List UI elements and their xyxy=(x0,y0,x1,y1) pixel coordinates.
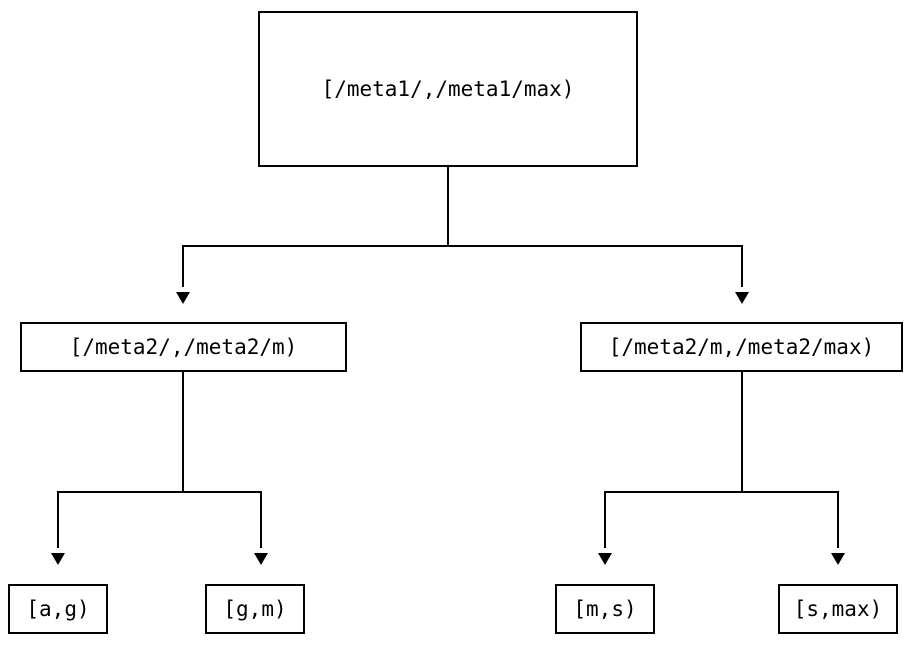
tree-node-leaf-ag-label: [a,g) xyxy=(26,596,90,621)
arrowhead-icon xyxy=(598,553,612,565)
tree-node-leaf-smax-label: [s,max) xyxy=(793,596,883,621)
tree-node-leaf-smax[interactable]: [s,max) xyxy=(778,584,898,634)
arrowhead-icon xyxy=(735,292,749,304)
tree-node-leaf-ms[interactable]: [m,s) xyxy=(555,584,655,634)
tree-node-leaf-gm[interactable]: [g,m) xyxy=(205,584,305,634)
tree-node-root[interactable]: [/meta1/,/meta1/max) xyxy=(258,11,638,167)
tree-node-leaf-ag[interactable]: [a,g) xyxy=(8,584,108,634)
edge-meta2-low-to-leaf-ag xyxy=(51,372,184,565)
arrowhead-icon xyxy=(831,553,845,565)
tree-node-meta2-low[interactable]: [/meta2/,/meta2/m) xyxy=(20,322,347,372)
edge-meta2-low-to-leaf-gm xyxy=(182,491,268,565)
tree-node-meta2-high[interactable]: [/meta2/m,/meta2/max) xyxy=(580,322,903,372)
tree-node-leaf-ms-label: [m,s) xyxy=(573,596,637,621)
edge-meta2-high-to-leaf-smax xyxy=(741,491,845,565)
edge-meta2-high-to-leaf-ms xyxy=(598,372,743,565)
tree-node-meta2-low-label: [/meta2/,/meta2/m) xyxy=(69,334,298,359)
tree-node-leaf-gm-label: [g,m) xyxy=(223,596,287,621)
arrowhead-icon xyxy=(176,292,190,304)
tree-node-root-label: [/meta1/,/meta1/max) xyxy=(321,76,575,101)
edge-root-to-meta2-low xyxy=(176,167,449,304)
arrowhead-icon xyxy=(254,553,268,565)
arrowhead-icon xyxy=(51,553,65,565)
edge-root-to-meta2-high xyxy=(447,245,749,304)
tree-node-meta2-high-label: [/meta2/m,/meta2/max) xyxy=(608,334,875,359)
